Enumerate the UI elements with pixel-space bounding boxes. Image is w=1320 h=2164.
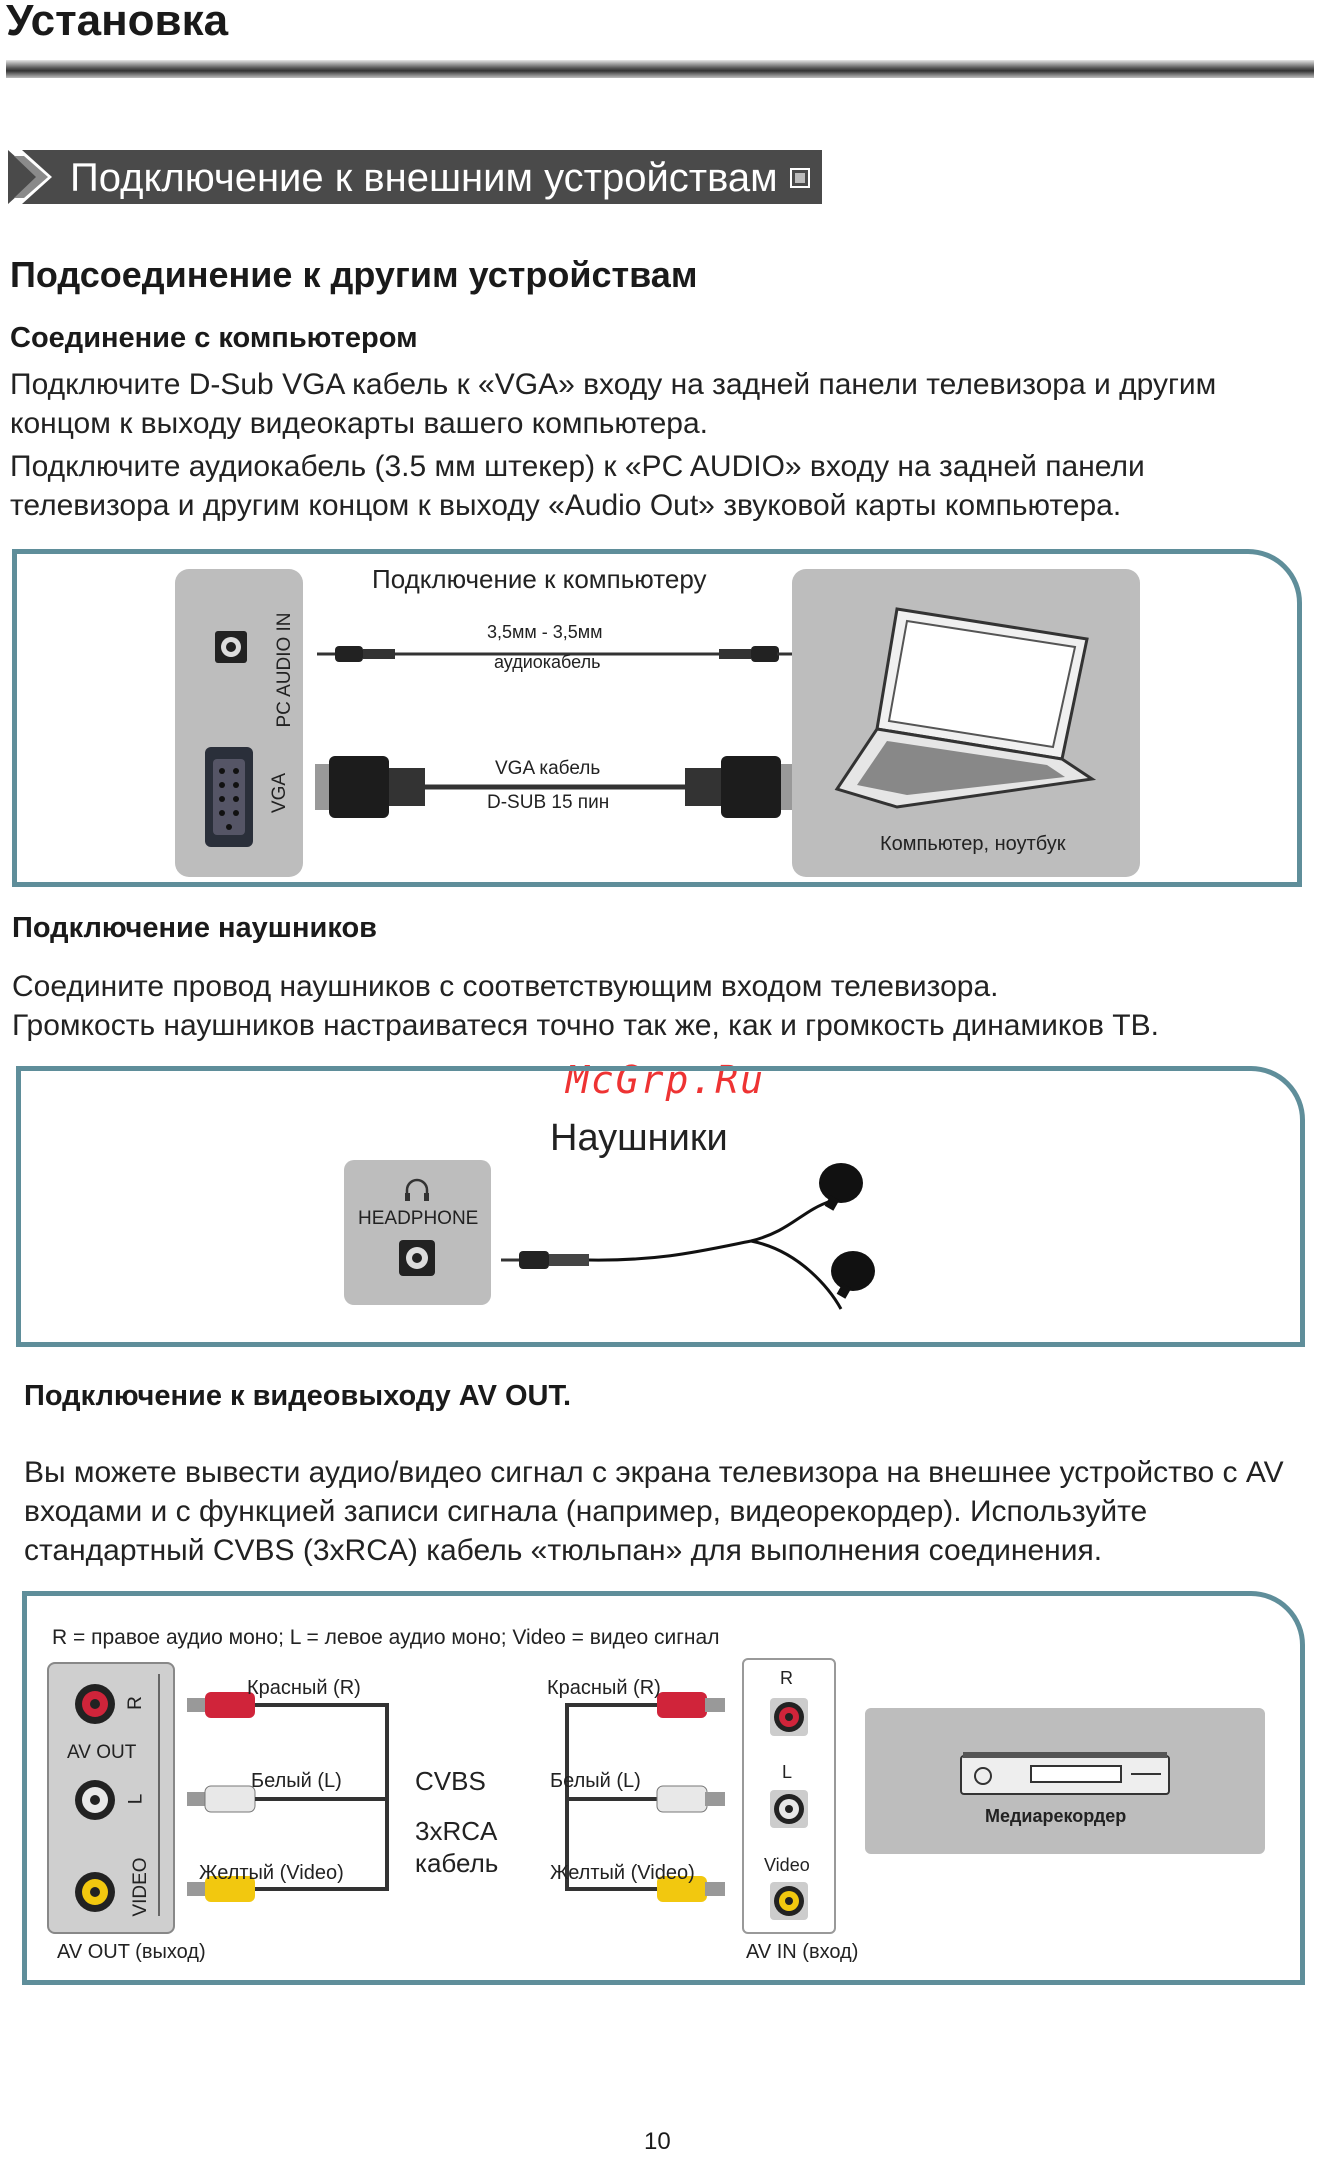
avout-legend: R = правое аудио моно; L = левое аудио м… xyxy=(52,1626,720,1649)
laptop-icon xyxy=(834,607,1097,809)
port-label-vga: VGA xyxy=(269,772,290,814)
watermark: McGrp.Ru xyxy=(566,1058,766,1102)
pc-paragraphs: Подключите D-Sub VGA кабель к «VGA» вход… xyxy=(10,365,1310,525)
headphones-diagram-title: Наушники xyxy=(550,1117,728,1159)
av-out-port-video: VIDEO xyxy=(130,1857,151,1917)
av-out-panel: R AV OUT L VIDEO xyxy=(47,1662,175,1934)
av-out-title: AV OUT xyxy=(67,1742,137,1763)
cvbs-label: CVBS xyxy=(415,1766,486,1796)
av-in-port-l: L xyxy=(782,1762,793,1782)
rca-label-2: кабель xyxy=(415,1848,499,1878)
cable-white-left: Белый (L) xyxy=(251,1770,342,1792)
headphone-port-label: HEADPHONE xyxy=(358,1208,479,1229)
cable-yellow-left: Желтый (Video) xyxy=(199,1862,344,1884)
av-out-caption: AV OUT (выход) xyxy=(57,1941,206,1963)
rca-label-1: 3xRCA xyxy=(415,1816,498,1846)
media-recorder-icon xyxy=(960,1752,1170,1795)
av-out-port-r: R xyxy=(124,1696,146,1710)
rca-cable-icon xyxy=(187,1692,725,1902)
av-in-caption: AV IN (вход) xyxy=(746,1941,859,1963)
pc-para-2: Подключите аудиокабель (3.5 мм штекер) к… xyxy=(10,450,1145,522)
section-heading: Подсоединение к другим устройствам xyxy=(10,254,698,295)
vga-cable-label-1: VGA кабель xyxy=(495,758,601,779)
audio-cable-label-2: аудиокабель xyxy=(494,652,601,672)
avout-diagram-box: R = правое аудио моно; L = левое аудио м… xyxy=(22,1591,1305,1985)
recorder-panel: Медиарекордер xyxy=(865,1708,1265,1854)
vga-cable-label-2: D-SUB 15 пин xyxy=(487,792,610,813)
section-banner: Подключение к внешним устройствам xyxy=(8,150,822,204)
cable-red-left: Красный (R) xyxy=(247,1677,361,1699)
av-in-port-r: R xyxy=(780,1668,793,1688)
headphone-jack-icon xyxy=(399,1240,435,1276)
earphones-icon xyxy=(501,1163,875,1310)
rca-jacks-out-icon xyxy=(75,1674,160,1916)
cable-white-right: Белый (L) xyxy=(550,1770,641,1792)
pc-diagram-box: PC AUDIO IN VGA Подключение к компьютеру… xyxy=(12,549,1302,887)
avout-paragraph: Вы можете вывести аудио/видео сигнал с э… xyxy=(24,1456,1284,1567)
recorder-label: Медиарекордер xyxy=(985,1806,1127,1826)
headphones-para-1: Соедините провод наушников с соответству… xyxy=(12,970,999,1003)
tv-port-panel: PC AUDIO IN VGA xyxy=(175,569,303,877)
pc-heading: Соединение с компьютером xyxy=(10,322,418,354)
audio-cable-label-1: 3,5мм - 3,5мм xyxy=(487,622,603,642)
headphone-icon xyxy=(405,1178,429,1201)
banner-text: Подключение к внешним устройствам xyxy=(70,156,778,200)
cable-yellow-right: Желтый (Video) xyxy=(550,1862,695,1884)
av-in-port-video: Video xyxy=(764,1855,810,1875)
headphones-heading: Подключение наушников xyxy=(12,912,377,944)
page-title: Установка xyxy=(6,0,229,45)
avout-heading: Подключение к видеовыходу AV OUT. xyxy=(24,1380,572,1412)
headphones-para-2: Громкость наушников настраиватеся точно … xyxy=(12,1009,1159,1042)
chevron-right-icon xyxy=(8,150,52,204)
headphone-port-panel: HEADPHONE xyxy=(344,1160,491,1305)
rca-jacks-in-icon xyxy=(770,1698,808,1920)
laptop-panel: Компьютер, ноутбук xyxy=(792,569,1140,877)
laptop-label: Компьютер, ноутбук xyxy=(880,833,1066,855)
pc-diagram-title: Подключение к компьютеру xyxy=(372,564,707,594)
av-in-panel: R L Video xyxy=(742,1658,836,1934)
port-label-audio: PC AUDIO IN xyxy=(274,612,295,728)
square-icon xyxy=(790,168,810,188)
vga-cable-icon xyxy=(315,756,795,818)
page-number: 10 xyxy=(644,2128,671,2155)
plug-red-left xyxy=(187,1692,255,1718)
headphones-diagram-box: Наушники HEADPHONE xyxy=(16,1066,1305,1347)
audio-cable-icon xyxy=(317,646,797,662)
av-out-port-l: L xyxy=(125,1793,147,1805)
vga-port-icon xyxy=(205,631,253,847)
title-rule xyxy=(6,60,1314,78)
pc-para-1: Подключите D-Sub VGA кабель к «VGA» вход… xyxy=(10,368,1217,440)
cable-red-right: Красный (R) xyxy=(547,1677,661,1699)
headphones-paragraphs: Соедините провод наушников с соответству… xyxy=(12,967,1312,1045)
